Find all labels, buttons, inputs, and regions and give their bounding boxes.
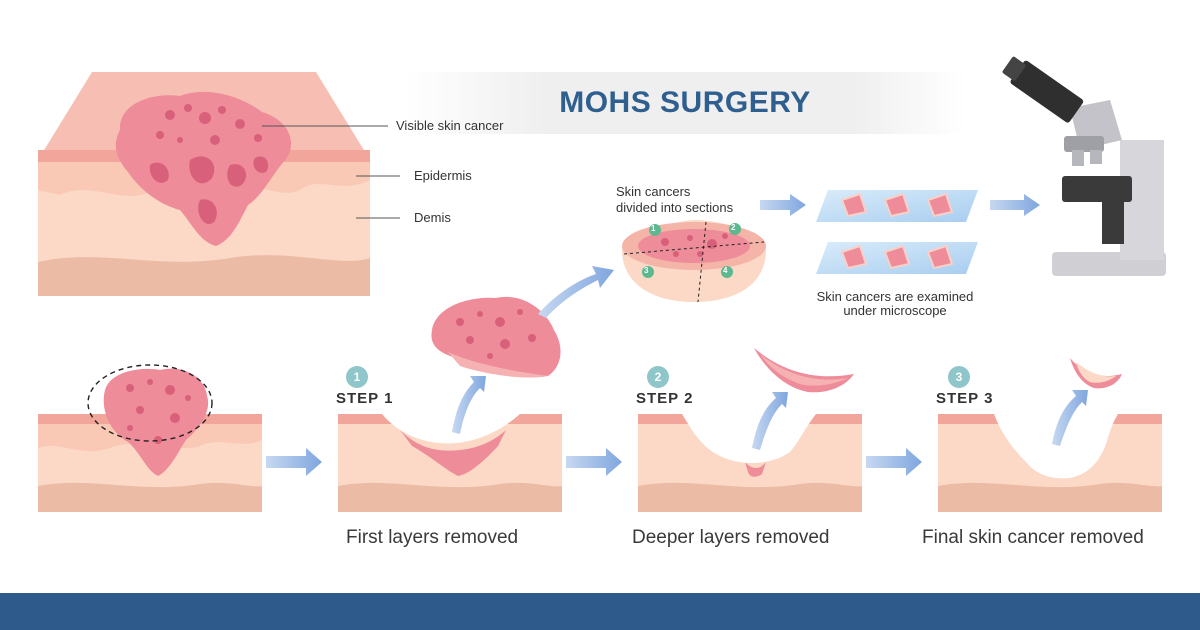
section-marker-1: 1: [651, 224, 656, 233]
sections-label-line2: divided into sections: [616, 200, 734, 215]
microscope-slides: [816, 190, 978, 274]
label-visible-skin-cancer: Visible skin cancer: [396, 118, 504, 133]
step-3-label: STEP 3: [936, 390, 994, 407]
step-1-number: 1: [346, 366, 368, 388]
removed-tissue-1: [431, 296, 561, 378]
label-epidermis: Epidermis: [414, 168, 472, 183]
microscope-label-line1: Skin cancers are examined: [816, 289, 974, 304]
step-1-label: STEP 1: [336, 390, 394, 407]
skin-panel-step2: [638, 414, 862, 512]
page-title: MOHS SURGERY: [559, 86, 811, 119]
section-marker-3: 3: [644, 266, 649, 275]
skin-panel-step1: [338, 414, 562, 512]
removed-tissue-2: [754, 348, 854, 393]
microscope-icon: [1002, 56, 1166, 276]
skin-panel-step3: [938, 414, 1162, 512]
step-2-label: STEP 2: [636, 390, 694, 407]
step-3-caption: Final skin cancer removed: [922, 527, 1144, 548]
title-banner: MOHS SURGERY: [405, 72, 965, 134]
microscope-label-line2: under microscope: [843, 303, 947, 318]
removed-tissue-3: [1070, 358, 1122, 389]
step-3-number: 3: [948, 366, 970, 388]
sectioned-tumor-dish: [622, 220, 766, 303]
step-2-number: 2: [647, 366, 669, 388]
section-marker-4: 4: [723, 266, 728, 275]
skin-panel-initial: [38, 364, 262, 512]
sections-label-line1: Skin cancers: [616, 184, 691, 199]
skin-cross-section-large: [38, 72, 400, 296]
section-markers: [642, 223, 741, 278]
footer-bar: [0, 593, 1200, 630]
flow-arrows: [266, 194, 1088, 476]
step-2-caption: Deeper layers removed: [632, 527, 830, 548]
label-dermis: Demis: [414, 210, 451, 225]
section-marker-2: 2: [731, 223, 736, 232]
step-1-caption: First layers removed: [346, 527, 519, 548]
